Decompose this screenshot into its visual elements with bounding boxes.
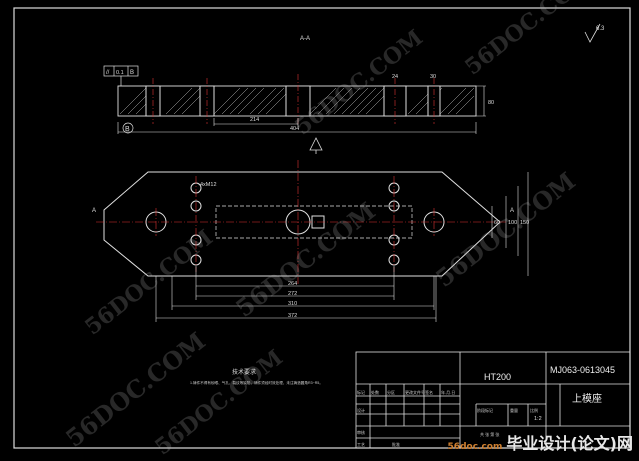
svg-text:A: A (510, 208, 514, 214)
plan-view (103, 171, 501, 277)
svg-text:272: 272 (288, 291, 297, 297)
svg-text:404: 404 (290, 126, 299, 132)
svg-text:设计: 设计 (357, 407, 365, 413)
site-logo-text: 毕业设计(论文)网 (506, 434, 633, 453)
svg-text:比例: 比例 (530, 407, 538, 413)
svg-text:共 张 第 张: 共 张 第 张 (480, 431, 499, 437)
view-label: A-A (300, 36, 310, 42)
drawing-number: MJ063-0613045 (550, 365, 615, 375)
material: HT200 (484, 372, 511, 382)
svg-text:0.1: 0.1 (116, 70, 124, 76)
drawing-border (13, 7, 631, 449)
site-logo-prefix: 56doc.com (447, 442, 503, 452)
svg-text:B: B (130, 70, 134, 76)
tolerance-frame: // 0.1 B (103, 65, 139, 86)
svg-text:标记: 标记 (357, 389, 365, 395)
svg-text://: // (106, 70, 110, 76)
svg-text:审核: 审核 (357, 429, 365, 435)
svg-text:4xM12: 4xM12 (200, 182, 217, 188)
tech-title: 技术要求 (232, 368, 256, 376)
svg-text:6.3: 6.3 (596, 26, 605, 32)
svg-text:重量: 重量 (510, 407, 518, 413)
svg-text:B: B (125, 126, 130, 133)
svg-text:372: 372 (288, 313, 297, 319)
scale-value: 1:2 (534, 416, 542, 422)
plan-centerlines (96, 160, 506, 284)
svg-text:签名: 签名 (425, 389, 433, 395)
svg-text:80: 80 (488, 100, 494, 106)
svg-text:工艺: 工艺 (357, 442, 365, 447)
section-view (117, 74, 486, 134)
svg-text:处数: 处数 (371, 389, 379, 395)
svg-text:100: 100 (508, 220, 517, 226)
svg-text:分区: 分区 (387, 389, 395, 395)
roughness-symbol: 6.3 (584, 23, 605, 43)
svg-text:24: 24 (392, 74, 398, 80)
section-arrow (309, 137, 323, 154)
svg-text:30: 30 (430, 74, 436, 80)
datum-b: B (122, 122, 134, 134)
plan-dimensions (155, 172, 529, 322)
svg-text:60: 60 (494, 220, 500, 226)
svg-text:批准: 批准 (392, 441, 400, 447)
part-name: 上模座 (572, 392, 602, 405)
title-block (355, 351, 631, 449)
tech-text: 1.铸件不得有砂眼、气孔、裂纹等缺陷，铸件须经时效处理，未注铸造圆角R3~R5。 (190, 380, 323, 385)
svg-text:214: 214 (250, 117, 259, 123)
svg-text:150: 150 (520, 220, 529, 226)
svg-text:310: 310 (288, 301, 297, 307)
svg-text:年.月.日: 年.月.日 (441, 389, 455, 395)
svg-text:264: 264 (288, 281, 297, 287)
svg-text:更改文件号: 更改文件号 (405, 389, 425, 395)
svg-text:A: A (92, 208, 96, 214)
svg-text:阶段标记: 阶段标记 (477, 407, 493, 413)
